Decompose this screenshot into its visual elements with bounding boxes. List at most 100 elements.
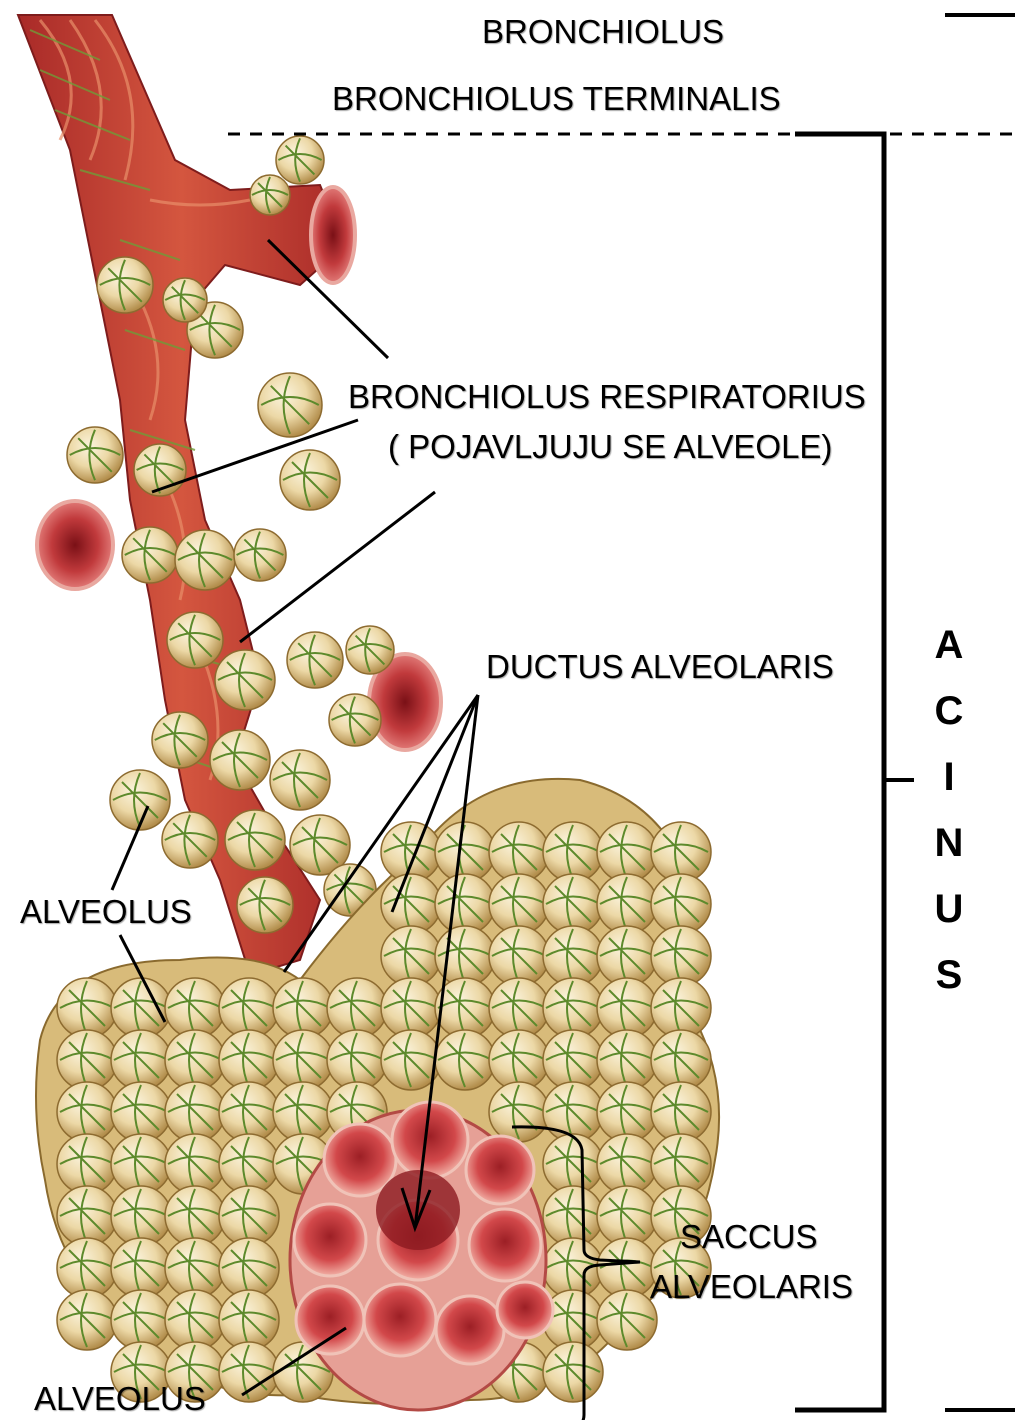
alveolus-sphere xyxy=(381,822,441,882)
alveolus-sphere xyxy=(175,530,235,590)
alveolus-sphere xyxy=(165,1082,225,1142)
label-saccus: SACCUS xyxy=(680,1218,818,1256)
alveolus-sphere xyxy=(651,822,711,882)
alveolus-sphere xyxy=(273,1082,333,1142)
alveolus-sphere xyxy=(237,877,293,933)
alveolus-sphere xyxy=(543,1186,603,1246)
alveolus-sphere xyxy=(381,874,441,934)
alveolus-sphere xyxy=(111,1134,171,1194)
alveolus-sphere xyxy=(327,1030,387,1090)
alveolus-sphere xyxy=(165,1290,225,1350)
alveolus-sphere xyxy=(219,978,279,1038)
alveolus-sphere xyxy=(57,1030,117,1090)
alveolus-sphere xyxy=(329,694,381,746)
acinus-letter: S xyxy=(918,942,980,1008)
label-alveolaris: ALVEOLARIS xyxy=(650,1268,853,1306)
label-alveolus-upper: ALVEOLUS xyxy=(20,893,192,931)
alveolus-sphere xyxy=(435,822,495,882)
alveolus-sphere xyxy=(219,1342,279,1402)
alveolus-sphere xyxy=(258,373,322,437)
lumen-upper-right xyxy=(311,187,355,283)
alveolus-sphere xyxy=(111,1082,171,1142)
alveolus-sphere xyxy=(167,612,223,668)
acinus-letter: C xyxy=(918,678,980,744)
alveolus-sphere xyxy=(651,1030,711,1090)
alveolus-sphere xyxy=(597,822,657,882)
saccus-alveolus-cup xyxy=(364,1284,436,1356)
label-alveolus-lower: ALVEOLUS xyxy=(34,1380,206,1418)
label-bronchiolus: BRONCHIOLUS xyxy=(482,13,724,51)
alveolus-sphere xyxy=(57,978,117,1038)
alveolus-sphere xyxy=(280,450,340,510)
acinus-letter: U xyxy=(918,876,980,942)
label-ductus-alveolaris: DUCTUS ALVEOLARIS xyxy=(486,648,834,686)
alveolus-sphere xyxy=(163,278,207,322)
alveolus-sphere xyxy=(651,978,711,1038)
alveolus-sphere xyxy=(543,1134,603,1194)
alveolus-sphere xyxy=(210,730,270,790)
alveolus-sphere xyxy=(273,978,333,1038)
saccus-alveolus-cup xyxy=(497,1282,553,1338)
alveolus-sphere xyxy=(219,1238,279,1298)
alveolus-sphere xyxy=(67,427,123,483)
alveolus-sphere xyxy=(215,650,275,710)
acinus-letter: N xyxy=(918,810,980,876)
alveolus-sphere xyxy=(489,822,549,882)
saccus-alveolus-cup xyxy=(294,1204,366,1276)
alveolus-sphere xyxy=(165,1134,225,1194)
alveolus-sphere xyxy=(651,926,711,986)
alveolus-sphere xyxy=(381,978,441,1038)
alveolus-sphere xyxy=(234,529,286,581)
alveolus-sphere xyxy=(219,1290,279,1350)
acinus-letter: I xyxy=(918,744,980,810)
saccus-alveolus-cup xyxy=(436,1296,504,1364)
alveolus-sphere xyxy=(225,810,285,870)
alveolus-sphere xyxy=(597,1134,657,1194)
alveolus-sphere xyxy=(489,978,549,1038)
alveolus-sphere xyxy=(489,926,549,986)
alveolus-sphere xyxy=(651,1082,711,1142)
alveolus-sphere xyxy=(270,750,330,810)
alveolus-sphere xyxy=(543,926,603,986)
alveolus-sphere xyxy=(597,926,657,986)
alveolus-sphere xyxy=(489,1030,549,1090)
alveolus-sphere xyxy=(111,978,171,1038)
alveolus-sphere xyxy=(111,1186,171,1246)
alveolus-sphere xyxy=(597,1030,657,1090)
alveolus-sphere xyxy=(597,978,657,1038)
alveolus-sphere xyxy=(219,1030,279,1090)
saccus-alveolus-cup xyxy=(466,1136,534,1204)
alveolus-sphere xyxy=(152,712,208,768)
alveolus-sphere xyxy=(219,1134,279,1194)
alveolus-sphere xyxy=(57,1082,117,1142)
lumen-left xyxy=(37,501,113,589)
alveolus-sphere xyxy=(651,1134,711,1194)
alveolus-sphere xyxy=(57,1134,117,1194)
alveolus-sphere xyxy=(597,1290,657,1350)
alveolus-sphere xyxy=(381,926,441,986)
alveolus-sphere xyxy=(111,1238,171,1298)
alveolus-sphere xyxy=(250,175,290,215)
alveolus-sphere xyxy=(543,822,603,882)
alveolus-sphere xyxy=(97,257,153,313)
saccus-alveolus-cup xyxy=(469,1209,541,1281)
alveolus-sphere xyxy=(543,1342,603,1402)
acinus-letter: A xyxy=(918,612,980,678)
alveolus-sphere xyxy=(597,874,657,934)
alveolus-sphere xyxy=(327,978,387,1038)
alveolus-sphere xyxy=(346,626,394,674)
label-acinus: A C I N U S xyxy=(918,612,980,1008)
alveolus-sphere xyxy=(57,1290,117,1350)
alveolus-sphere xyxy=(651,874,711,934)
alveolus-sphere xyxy=(435,1030,495,1090)
alveolus-sphere xyxy=(165,1186,225,1246)
saccus-alveolus-cup xyxy=(296,1286,364,1354)
alveolus-sphere xyxy=(162,812,218,868)
alveolus-sphere xyxy=(543,978,603,1038)
alveolus-sphere xyxy=(219,1186,279,1246)
alveolus-sphere xyxy=(165,1030,225,1090)
alveolus-sphere xyxy=(597,1238,657,1298)
alveolus-sphere xyxy=(219,1082,279,1142)
alveolus-sphere xyxy=(543,1030,603,1090)
